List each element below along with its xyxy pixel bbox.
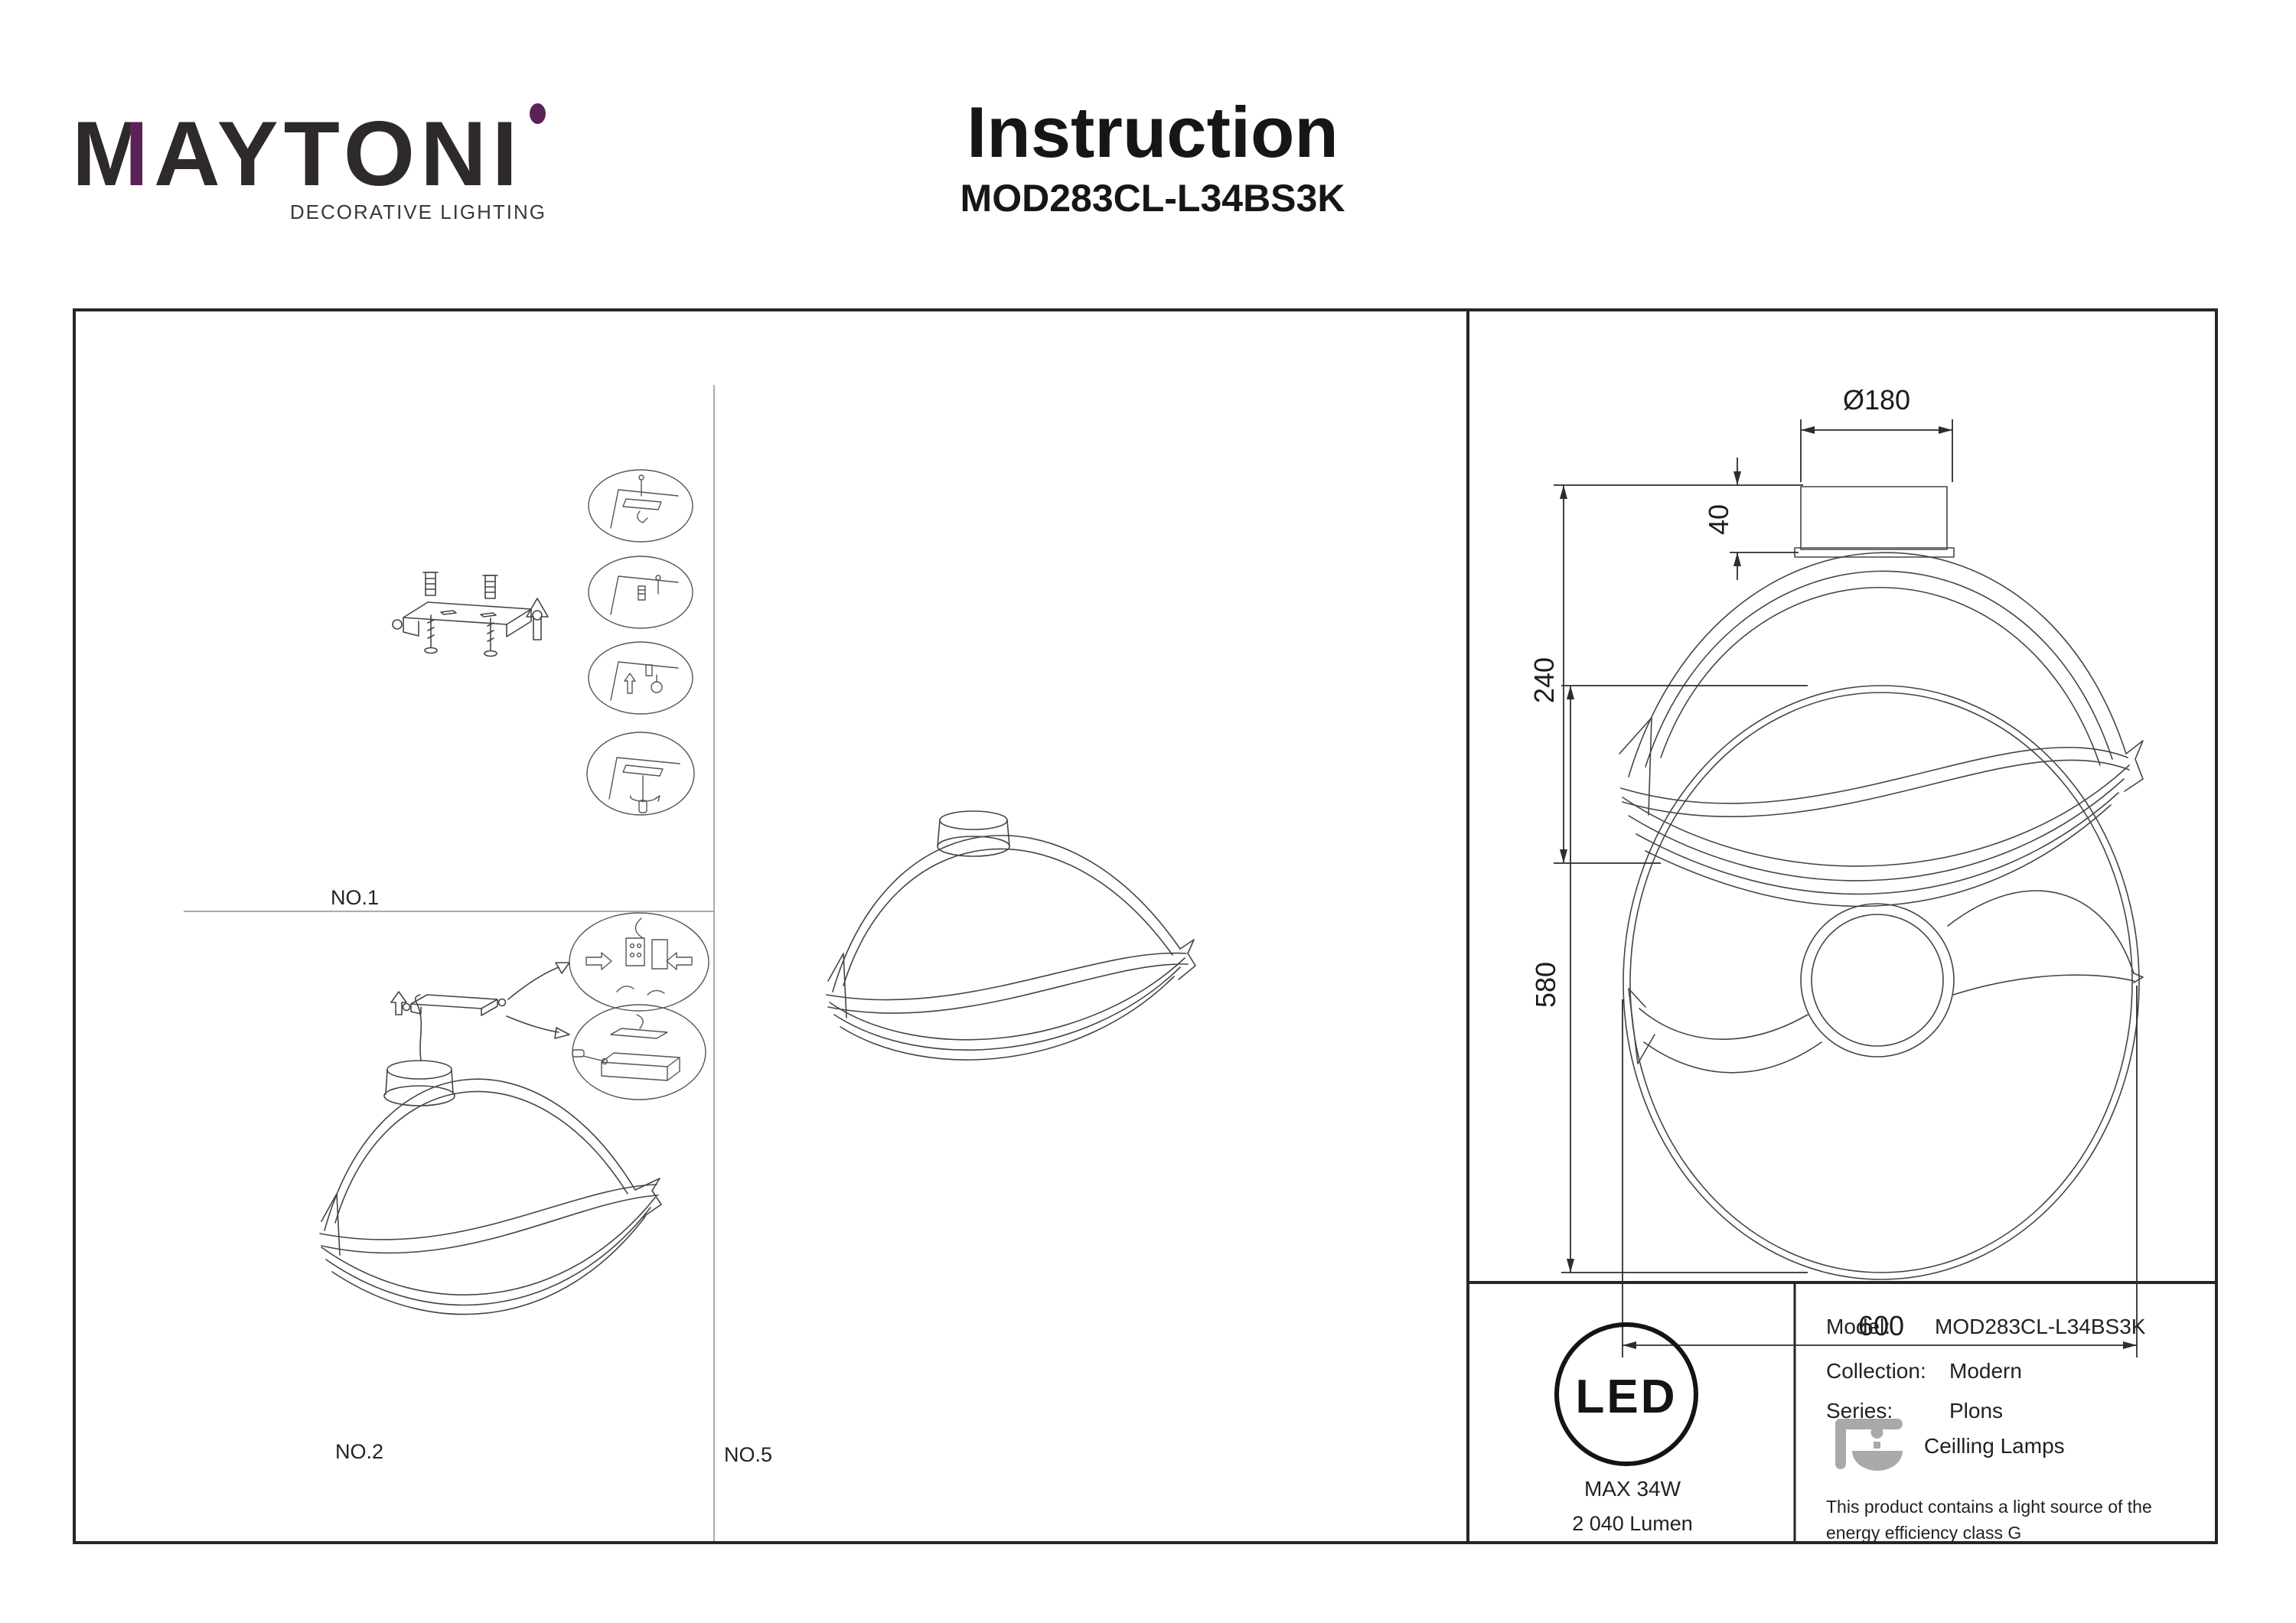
series-label: Series: — [1826, 1399, 1893, 1423]
top-view-drawing — [1623, 685, 2144, 1280]
page-title: Instruction — [967, 92, 1339, 172]
side-view-drawing — [1619, 486, 2144, 908]
collection-value: Modern — [1949, 1359, 2022, 1383]
dim-body-height: 580 — [1530, 961, 1561, 1009]
step2-callouts — [569, 912, 709, 1100]
collection-label: Collection: — [1826, 1359, 1926, 1383]
panel-borders — [73, 308, 2218, 1544]
dimension-lines — [1554, 419, 2138, 1357]
energy-note-line1: This product contains a light source of … — [1826, 1497, 2152, 1517]
dim-total-height: 240 — [1528, 657, 1560, 704]
step-label-no5: NO.5 — [724, 1443, 773, 1466]
brand-letter-i: I — [491, 103, 523, 205]
step1-bracket-drawing — [392, 572, 549, 657]
assembled-lamp-drawing — [826, 810, 1196, 1061]
led-badge-text: LED — [1575, 1370, 1678, 1423]
model-label: Model: — [1826, 1315, 1891, 1338]
max-power: MAX 34W — [1583, 1477, 1681, 1501]
step-label-no1: NO.1 — [331, 886, 380, 909]
brand-letter-m: M — [72, 103, 154, 205]
series-value: Plons — [1949, 1399, 2004, 1423]
brand-tagline: DECORATIVE LIGHTING — [289, 200, 546, 223]
brand-letter-m-accent: M — [72, 103, 154, 205]
led-badge-circle — [1554, 1322, 1698, 1466]
model-value: MOD283CL-L34BS3K — [1935, 1315, 2146, 1338]
category-value: Ceilling Lamps — [1924, 1434, 2065, 1458]
dim-body-width: 600 — [1857, 1310, 1905, 1341]
document-header: Instruction MOD283CL-L34BS3K — [880, 92, 1425, 220]
dimension-arrowheads — [1560, 426, 2137, 1349]
step-label-no2: NO.2 — [335, 1440, 384, 1463]
brand-letters-mid: AYTON — [153, 103, 492, 205]
energy-note-line2: energy efficiency class G — [1826, 1523, 2022, 1543]
ceiling-lamp-icon — [1835, 1419, 1903, 1471]
page-model-code: MOD283CL-L34BS3K — [960, 177, 1345, 220]
step1-callouts — [586, 469, 695, 816]
step2-lamp-drawing — [319, 994, 662, 1315]
step2-bracket-drawing — [390, 962, 570, 1039]
luminous-flux: 2 040 Lumen — [1572, 1512, 1693, 1535]
left-panel-rules — [184, 385, 715, 1541]
dim-canopy-diameter: Ø180 — [1842, 384, 1911, 416]
logo-i-dot-icon — [530, 103, 546, 124]
dim-canopy-height: 40 — [1703, 504, 1734, 536]
